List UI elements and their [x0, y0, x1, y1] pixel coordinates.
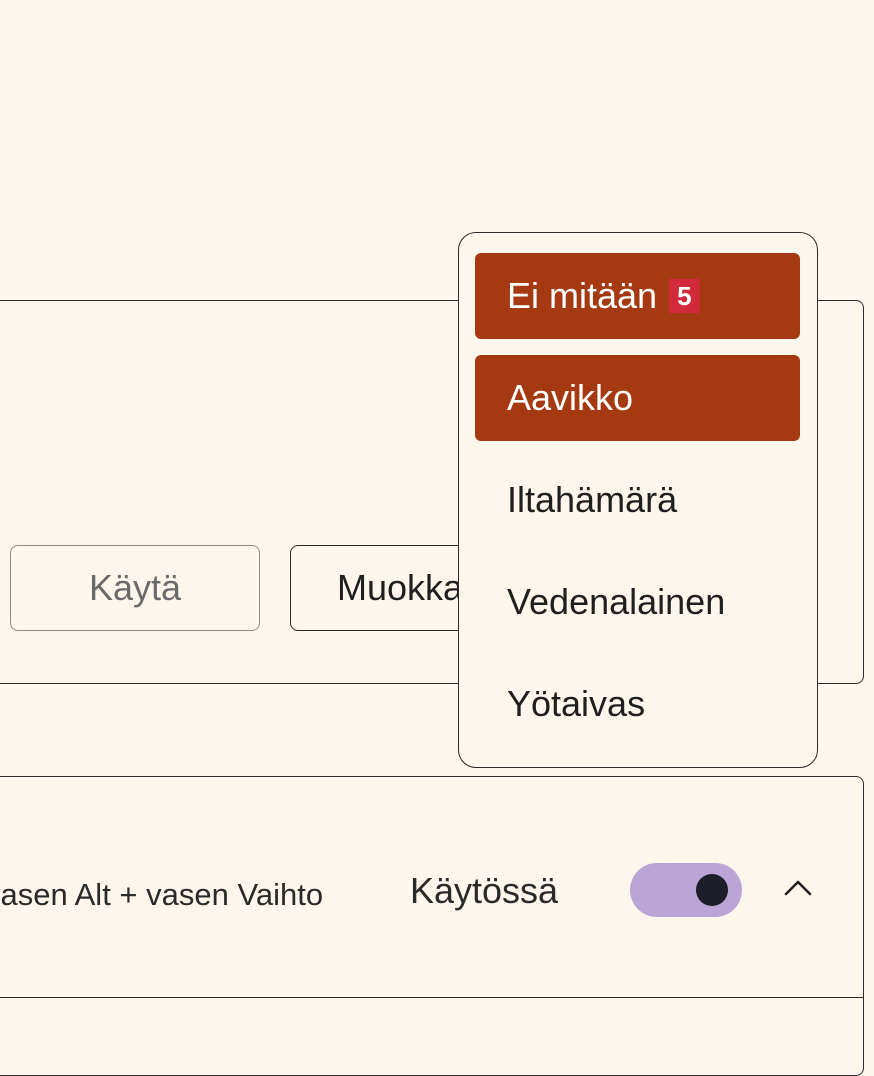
dropdown-option-night-sky[interactable]: Yötaivas — [475, 661, 800, 747]
dropdown-option-none[interactable]: Ei mitään 5 — [475, 253, 800, 339]
theme-dropdown-list: Ei mitään 5 Aavikko Iltahämärä Vedenalai… — [458, 232, 818, 768]
dropdown-option-label: Ei mitään — [507, 275, 658, 316]
shortcut-keys-text: vasen Alt + vasen Vaihto — [0, 877, 324, 912]
apply-button[interactable]: Käytä — [10, 545, 260, 631]
keyboard-shortcut-card — [0, 776, 864, 1076]
option-badge: 5 — [669, 279, 700, 313]
toggle-status-label: Käytössä — [410, 870, 559, 911]
toggle-knob — [696, 874, 728, 906]
dropdown-option-label: Vedenalainen — [507, 581, 726, 622]
dropdown-option-dusk[interactable]: Iltahämärä — [475, 457, 800, 543]
dropdown-option-desert[interactable]: Aavikko — [475, 355, 800, 441]
shortcut-toggle[interactable] — [630, 863, 742, 917]
chevron-up-icon[interactable] — [778, 868, 818, 908]
dropdown-option-label: Iltahämärä — [507, 479, 678, 520]
dropdown-option-label: Aavikko — [507, 377, 634, 418]
dropdown-option-aquatic[interactable]: Vedenalainen — [475, 559, 800, 645]
divider — [0, 997, 863, 998]
dropdown-option-label: Yötaivas — [507, 683, 646, 724]
